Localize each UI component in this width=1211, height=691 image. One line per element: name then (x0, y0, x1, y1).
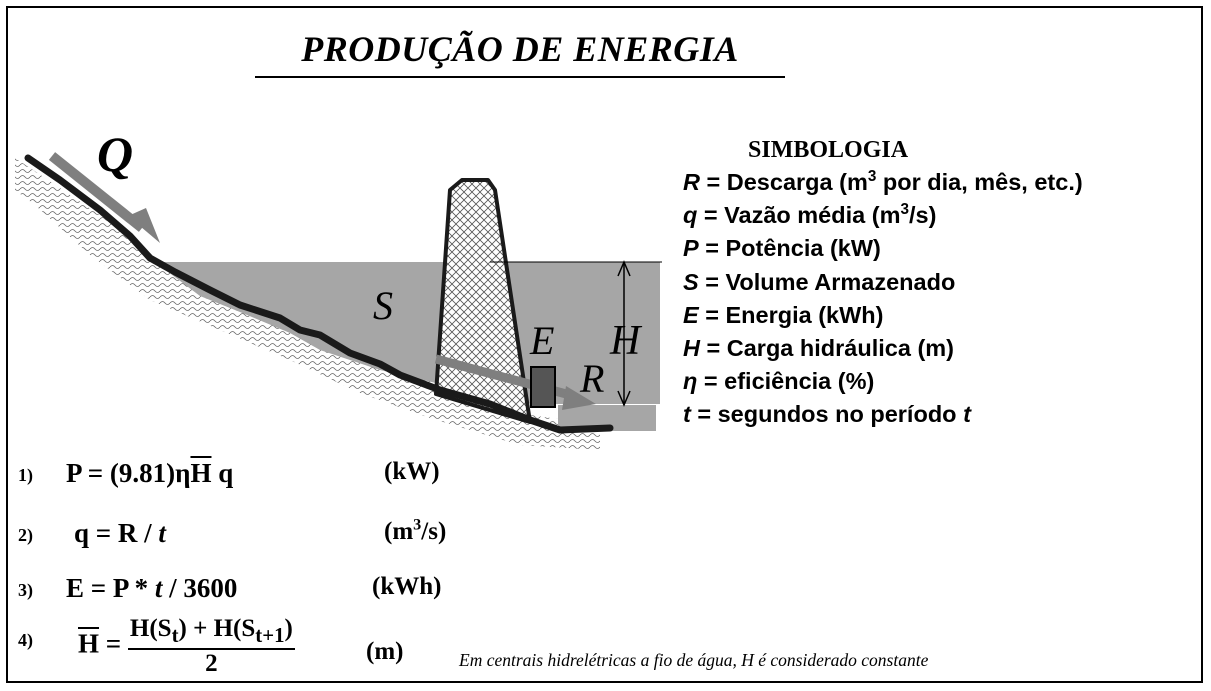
formula-3-t: t (154, 573, 163, 603)
symbol: t (683, 401, 691, 428)
symbol: E (683, 301, 699, 328)
symbol-desc-post: /s) (908, 202, 937, 229)
symbology-item: t = segundos no período t (683, 398, 1083, 431)
label-q: Q (97, 126, 133, 182)
symbol: R (683, 169, 700, 195)
symbology-item: η = eficiência (%) (683, 365, 1083, 398)
symbol-desc: = eficiência (%) (697, 368, 875, 395)
symbology-list: R = Descarga (m3 por dia, mês, etc.)q = … (683, 166, 1083, 432)
formula-2-unit-post: /s) (421, 518, 447, 545)
label-s: S (373, 283, 393, 328)
formula-3-lhs: E (66, 573, 85, 603)
formula-4-num-a: H(S (129, 615, 172, 642)
symbol-desc-post: t (963, 401, 971, 428)
label-h: H (609, 318, 643, 364)
symbol-desc: = Potência (kW) (698, 235, 881, 262)
head-arrow-top (617, 260, 631, 277)
terrain-line (24, 154, 614, 434)
symbol-desc: = Descarga (m (699, 169, 868, 195)
symbol: S (683, 268, 699, 295)
label-e: E (529, 318, 554, 363)
formula-1-number: 1) (18, 465, 33, 485)
formula-3-eq: = P * (84, 573, 155, 603)
formula-2-unit-pre: (m (384, 518, 414, 545)
penstock-arrow-head (562, 386, 596, 410)
symbology-item: S = Volume Armazenado (683, 266, 1083, 299)
symbol: q (683, 202, 698, 229)
symbology-item: H = Carga hidráulica (m) (683, 332, 1083, 365)
formula-3-number: 3) (18, 580, 33, 600)
symbol: H (683, 334, 700, 361)
inflow-arrow-head (128, 208, 160, 243)
figure-frame (6, 6, 1203, 683)
symbol-desc: = Volume Armazenado (698, 268, 956, 295)
formula-4-sub2: t+1 (255, 623, 285, 647)
symbol-desc: = Vazão média (m (697, 202, 901, 229)
formula-2-lhs: q (74, 518, 90, 548)
formula-4-num-b: ) + H(S (178, 615, 256, 642)
formula-2-eq: = R / (89, 518, 159, 548)
head-arrow-bottom (617, 390, 631, 407)
page-title: PRODUÇÃO DE ENERGIA (255, 28, 785, 78)
symbol-desc-sup: 3 (867, 168, 877, 186)
symbol-desc: = segundos no período (690, 401, 964, 428)
symbol-desc-sup: 3 (900, 201, 909, 219)
symbol: P (683, 235, 699, 262)
formula-4-sub1: t (171, 623, 179, 647)
formula-3: E = P * t / 3600 (66, 573, 237, 604)
symbology-item: P = Potência (kW) (683, 232, 1083, 265)
formula-2-t: t (158, 518, 166, 548)
symbol-desc-post: por dia, mês, etc.) (876, 169, 1083, 195)
turbine (530, 366, 556, 408)
formula-2: q = R / t (74, 518, 166, 549)
symbol: η (683, 368, 698, 395)
formula-1-rest: q (211, 458, 234, 488)
symbology-item: R = Descarga (m3 por dia, mês, etc.) (683, 166, 1083, 199)
formula-1-unit: (kW) (384, 458, 440, 485)
formula-4-number: 4) (18, 630, 33, 650)
formula-2-unit: (m3/s) (384, 515, 447, 546)
formula-3-unit: (kWh) (372, 573, 442, 600)
formula-4: H = H(St) + H(St+1) 2 (78, 615, 295, 678)
formula-4-fraction: H(St) + H(St+1) 2 (127, 615, 295, 678)
symbol-desc: = Energia (kWh) (698, 301, 884, 328)
symbology-item: q = Vazão média (m3/s) (683, 199, 1083, 232)
symbol-desc: = Carga hidráulica (m) (699, 334, 955, 361)
formula-1-eq: = (9.81)η (81, 458, 191, 488)
formula-1-hbar: H (190, 458, 212, 488)
label-r: R (579, 356, 604, 401)
footnote: Em centrais hidrelétricas a fio de água,… (459, 650, 929, 670)
inflow-arrow-shaft (48, 152, 146, 232)
formula-2-number: 2) (18, 525, 33, 545)
formula-4-denominator: 2 (205, 650, 218, 677)
formula-4-eq: = (99, 628, 128, 659)
formula-1: P = (9.81)ηH q (66, 458, 233, 489)
formula-4-unit: (m) (366, 638, 404, 665)
formula-1-lhs: P (66, 458, 82, 488)
symbology-heading: SIMBOLOGIA (748, 137, 909, 163)
formula-2-unit-sup: 3 (413, 515, 422, 534)
formula-4-numerator: H(St) + H(St+1) (127, 615, 295, 650)
formula-4-lhs: H (78, 628, 100, 659)
symbology-item: E = Energia (kWh) (683, 299, 1083, 332)
formula-3-rest: / 3600 (162, 573, 238, 603)
formula-4-num-c: ) (284, 615, 293, 642)
